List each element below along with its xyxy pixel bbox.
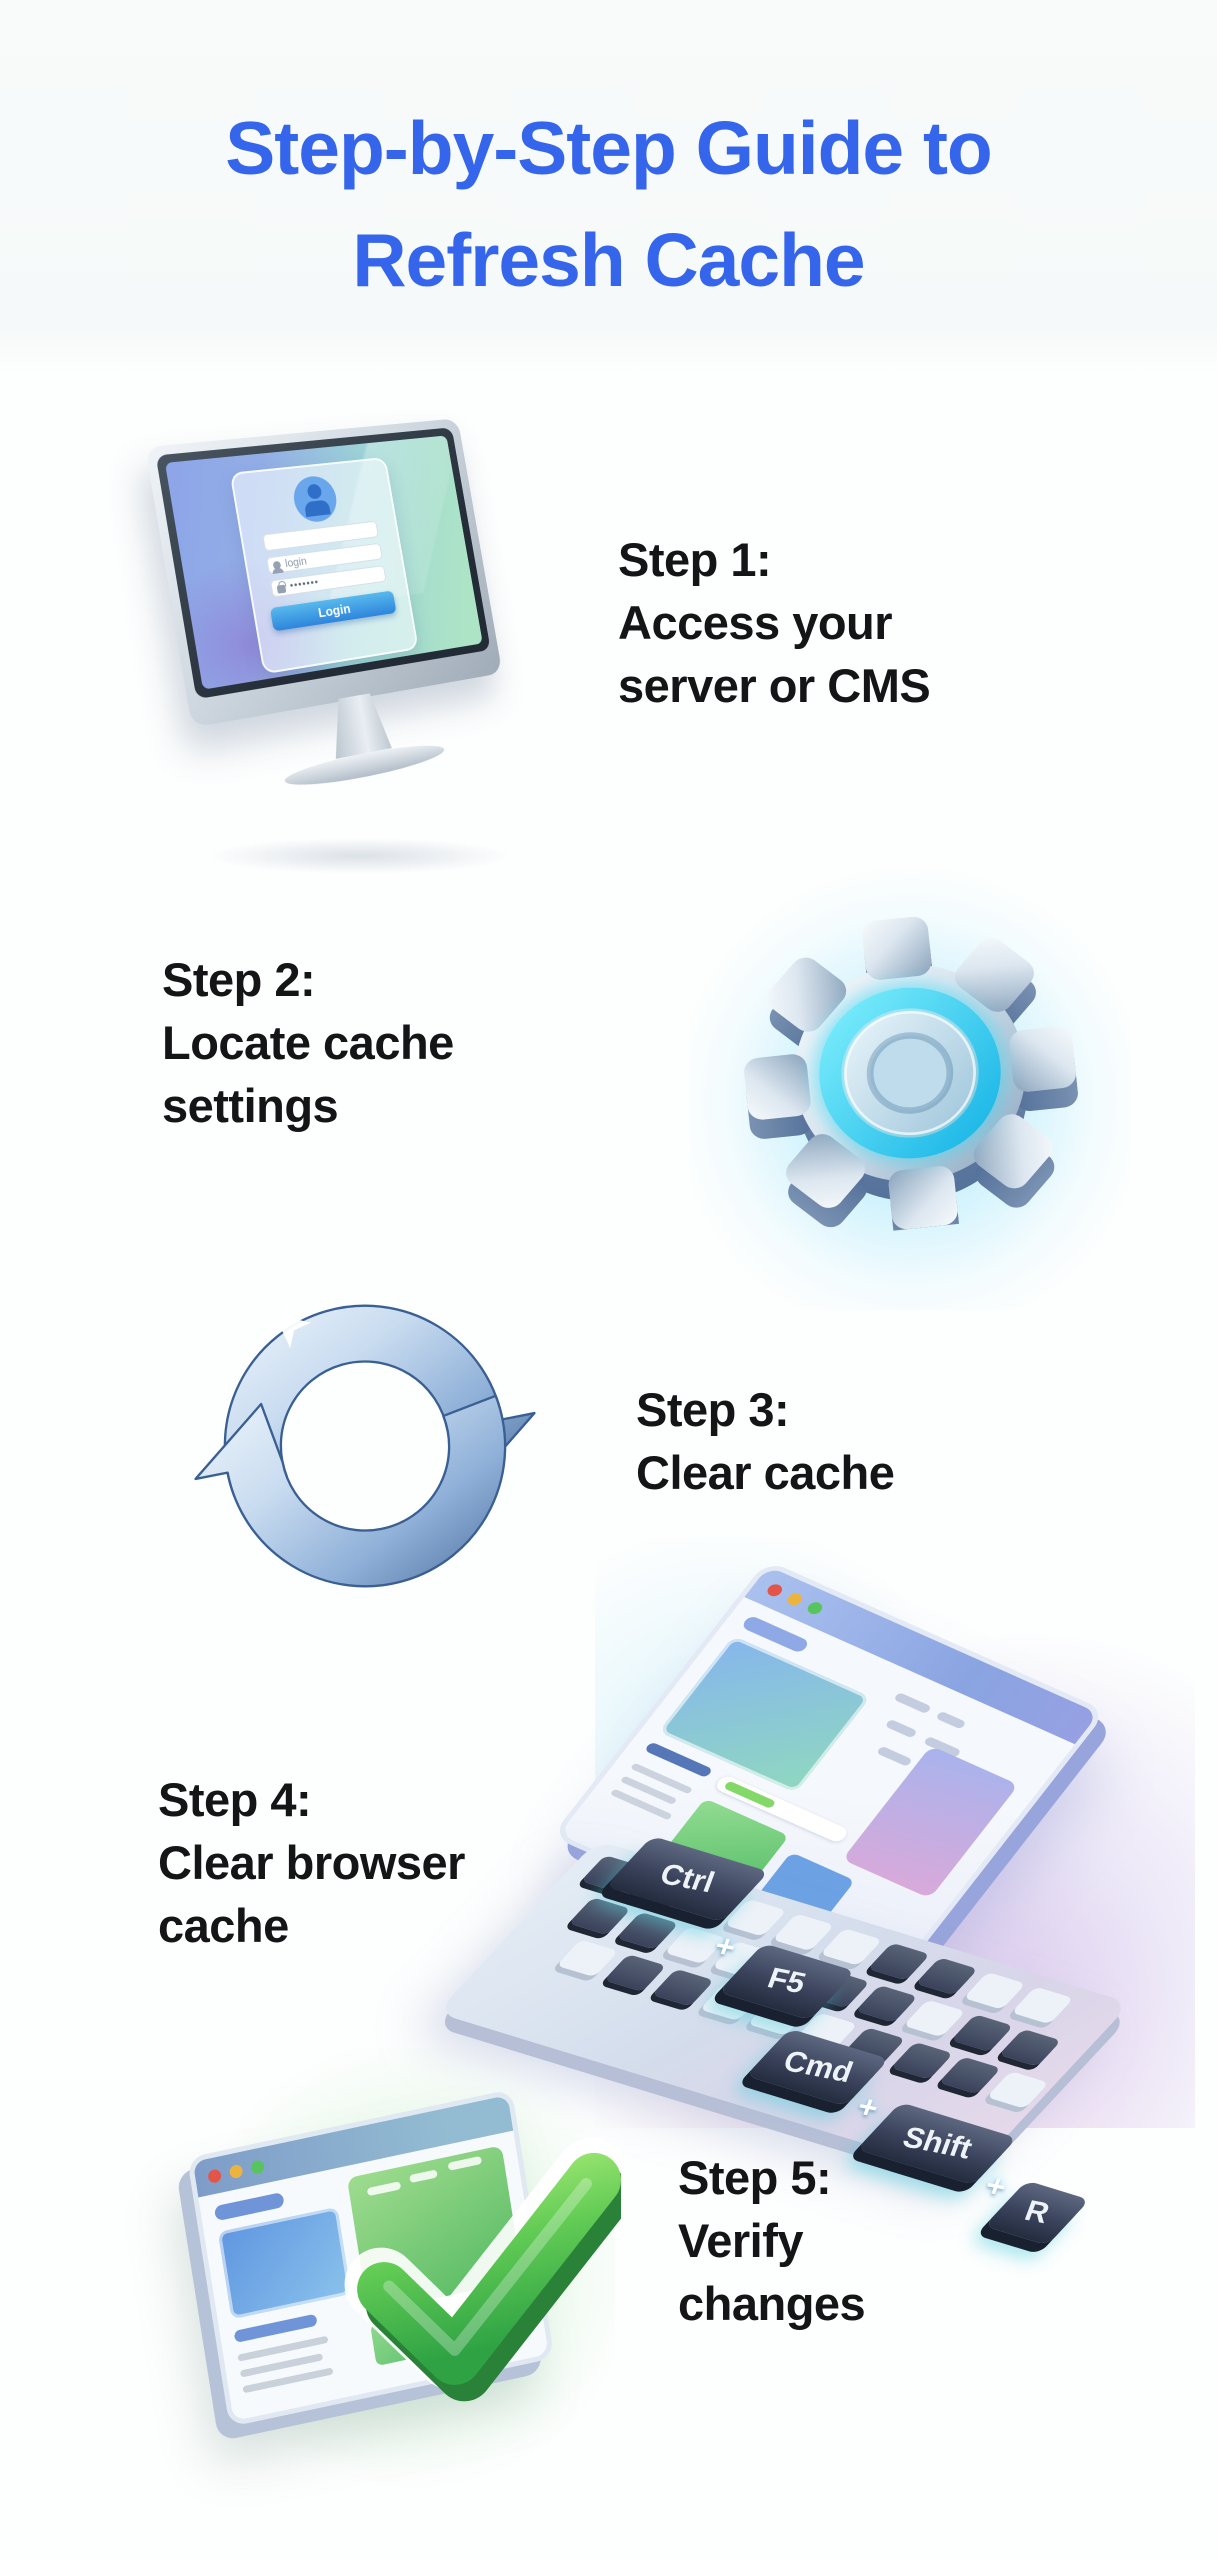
step-2-label: Step 2: [162, 953, 316, 1006]
monitor: login ••••••• Login [145, 418, 523, 861]
browser-checkmark-illustration [135, 2048, 621, 2498]
monitor-frame: login ••••••• Login [155, 427, 491, 700]
person-icon [272, 560, 282, 570]
keycap [616, 1911, 679, 1950]
login-card: login ••••••• Login [229, 456, 419, 675]
keycap [903, 1999, 966, 2038]
step-5-text: Step 5: Verify changes [678, 2146, 866, 2335]
keycap [568, 1897, 632, 1935]
step-1-text: Step 1: Access your server or CMS [618, 528, 931, 717]
keycap [998, 2028, 1062, 2067]
step-4-line: cache [158, 1899, 289, 1952]
purple-panel [842, 1745, 1019, 1899]
monitor-bezel: login ••••••• Login [145, 418, 503, 728]
keycap [963, 1971, 1026, 2010]
window-dot-green [250, 2158, 265, 2175]
keycap [603, 1954, 667, 1992]
step-5-line: changes [678, 2277, 866, 2330]
window-dot-red [765, 1581, 786, 1598]
page-title: Step-by-Step Guide to Refresh Cache [0, 92, 1217, 316]
step-1-label: Step 1: [618, 533, 772, 586]
step-1-line: Access your [618, 596, 893, 649]
keyboard-shortcuts-illustration: Ctrl + F5 Cmd + Shift + R [436, 1538, 1195, 2246]
monitor-login-illustration: login ••••••• Login [140, 418, 580, 888]
checkmark-icon [344, 2138, 621, 2402]
window-dot-yellow [785, 1590, 806, 1607]
page-title-line-2: Refresh Cache [352, 218, 865, 302]
keycap [986, 2071, 1050, 2109]
step-3-label: Step 3: [636, 1383, 790, 1436]
login-button: Login [269, 590, 397, 632]
gear-illustration [690, 858, 1130, 1310]
keycap [951, 2014, 1014, 2052]
monitor-shadow [210, 838, 510, 874]
step-1-line: server or CMS [618, 659, 931, 712]
step-5-line: Verify [678, 2214, 804, 2267]
password-value: ••••••• [289, 576, 320, 592]
refresh-arrows-icon [187, 1287, 543, 1605]
step-3-line: Clear cache [636, 1446, 895, 1499]
window-dot-green [805, 1599, 826, 1616]
keycap [867, 1942, 931, 1981]
monitor-screen: login ••••••• Login [164, 435, 483, 690]
keycap [1011, 1986, 1074, 2025]
step-5-label: Step 5: [678, 2151, 832, 2204]
keycap [819, 1928, 883, 1966]
step-4-label: Step 4: [158, 1773, 312, 1826]
keycap [855, 1984, 918, 2023]
username-value: login [284, 554, 308, 570]
gear-icon [729, 901, 1091, 1245]
page-title-line-1: Step-by-Step Guide to [225, 106, 993, 190]
keycap [772, 1913, 835, 1952]
keycap [651, 1968, 715, 2007]
step-3-text: Step 3: Clear cache [636, 1378, 895, 1504]
step-4-text: Step 4: Clear browser cache [158, 1768, 465, 1957]
user-avatar-icon [290, 474, 340, 525]
sparkle-icon [264, 1301, 311, 1349]
window-dot-yellow [228, 2163, 244, 2179]
step-2-text: Step 2: Locate cache settings [162, 948, 454, 1137]
lock-icon [276, 584, 287, 594]
keycap [938, 2056, 1002, 2095]
window-dot-red [207, 2167, 222, 2184]
plus-separator: + [852, 2088, 884, 2126]
header-band [0, 0, 1217, 372]
step-4-line: Clear browser [158, 1836, 465, 1889]
refresh-illustration [165, 1256, 565, 1636]
keycap [890, 2041, 954, 2080]
keycap [915, 1957, 979, 1996]
keycap [556, 1939, 619, 1978]
step-2-line: settings [162, 1079, 339, 1132]
step-2-line: Locate cache [162, 1016, 454, 1069]
